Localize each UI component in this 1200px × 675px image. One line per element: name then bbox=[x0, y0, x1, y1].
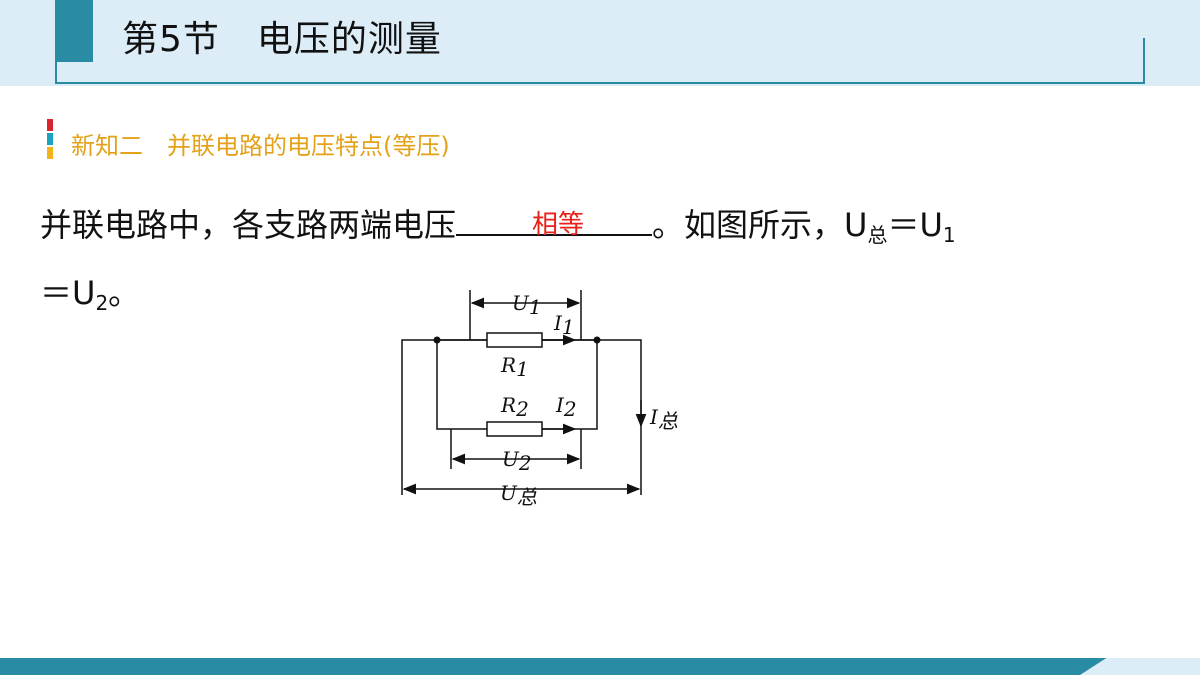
label-u1: U1 bbox=[512, 291, 542, 319]
header-band bbox=[0, 0, 1200, 86]
footer-light-corner bbox=[1080, 658, 1200, 675]
label-r1: R1 bbox=[500, 353, 529, 381]
section-bar-yellow bbox=[47, 147, 53, 159]
label-r2: R2 bbox=[500, 393, 529, 421]
line1-text: 并联电路中，各支路两端电压 bbox=[40, 206, 457, 244]
answer-text: 相等 bbox=[532, 210, 585, 240]
junction-right bbox=[593, 336, 601, 344]
resistor-r2 bbox=[486, 421, 543, 437]
header-frame bbox=[55, 38, 1145, 84]
line1-after: 。如图所示，U bbox=[652, 206, 868, 244]
resistor-r1 bbox=[486, 332, 543, 348]
body-line-2: ＝U2。 bbox=[40, 268, 140, 315]
body-line-1: 并联电路中，各支路两端电压 相等 。如图所示，U总＝U1 bbox=[40, 198, 956, 248]
label-i1: I1 bbox=[553, 311, 575, 339]
answer-blank: 相等 bbox=[456, 198, 653, 240]
label-i2: I2 bbox=[555, 393, 577, 421]
section-bar-cyan bbox=[47, 133, 53, 145]
junction-left bbox=[433, 336, 441, 344]
footer-band bbox=[0, 658, 1200, 675]
section-title: 新知二 并联电路的电压特点(等压) bbox=[71, 132, 450, 160]
section-bar-red bbox=[47, 119, 53, 131]
line2-end: 。 bbox=[108, 274, 141, 312]
sub-1: 1 bbox=[942, 223, 956, 247]
sub-zong: 总 bbox=[867, 223, 888, 247]
label-utotal: U总 bbox=[500, 481, 537, 509]
circuit-diagram: U1 I1 R1 R2 I2 I总 U2 U总 bbox=[401, 290, 678, 509]
eq-u: ＝U bbox=[887, 206, 943, 244]
label-itotal: I总 bbox=[649, 405, 678, 433]
header-accent-block bbox=[55, 0, 93, 62]
page-title: 第5节 电压的测量 bbox=[122, 19, 442, 60]
sub-2: 2 bbox=[95, 291, 109, 315]
line2-text: ＝U bbox=[40, 274, 96, 312]
label-u2: U2 bbox=[502, 447, 532, 475]
